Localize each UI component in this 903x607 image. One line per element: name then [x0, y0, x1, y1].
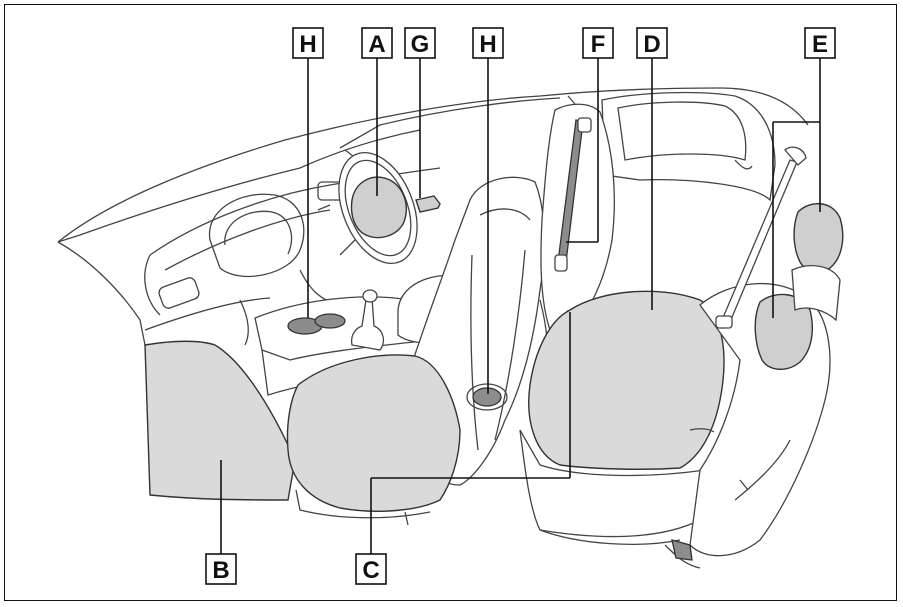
car-body-outline	[57, 87, 809, 346]
svg-text:C: C	[362, 557, 379, 584]
passenger-seat	[519, 103, 725, 545]
label-e: E	[804, 27, 836, 59]
driver-front-airbag	[350, 176, 408, 239]
svg-text:F: F	[591, 31, 606, 58]
label-c: C	[355, 553, 387, 585]
leader-lines	[220, 58, 821, 554]
label-f: F	[582, 27, 614, 59]
center-console	[254, 289, 431, 396]
knee-airbag	[415, 195, 441, 213]
label-h-center: H	[472, 27, 504, 59]
svg-text:B: B	[212, 557, 229, 584]
svg-text:E: E	[812, 31, 828, 58]
svg-text:G: G	[411, 31, 430, 58]
rear-side-area	[664, 146, 844, 569]
svg-text:H: H	[479, 31, 496, 58]
label-d: D	[636, 27, 668, 59]
label-g: G	[404, 27, 436, 59]
label-a: A	[361, 27, 393, 59]
svg-text:H: H	[299, 31, 316, 58]
svg-text:D: D	[643, 31, 660, 58]
driver-seat	[286, 176, 545, 526]
label-b: B	[205, 553, 237, 585]
front-passenger-airbag-footwell	[144, 340, 296, 501]
label-h-left: H	[292, 27, 324, 59]
svg-text:A: A	[368, 31, 385, 58]
